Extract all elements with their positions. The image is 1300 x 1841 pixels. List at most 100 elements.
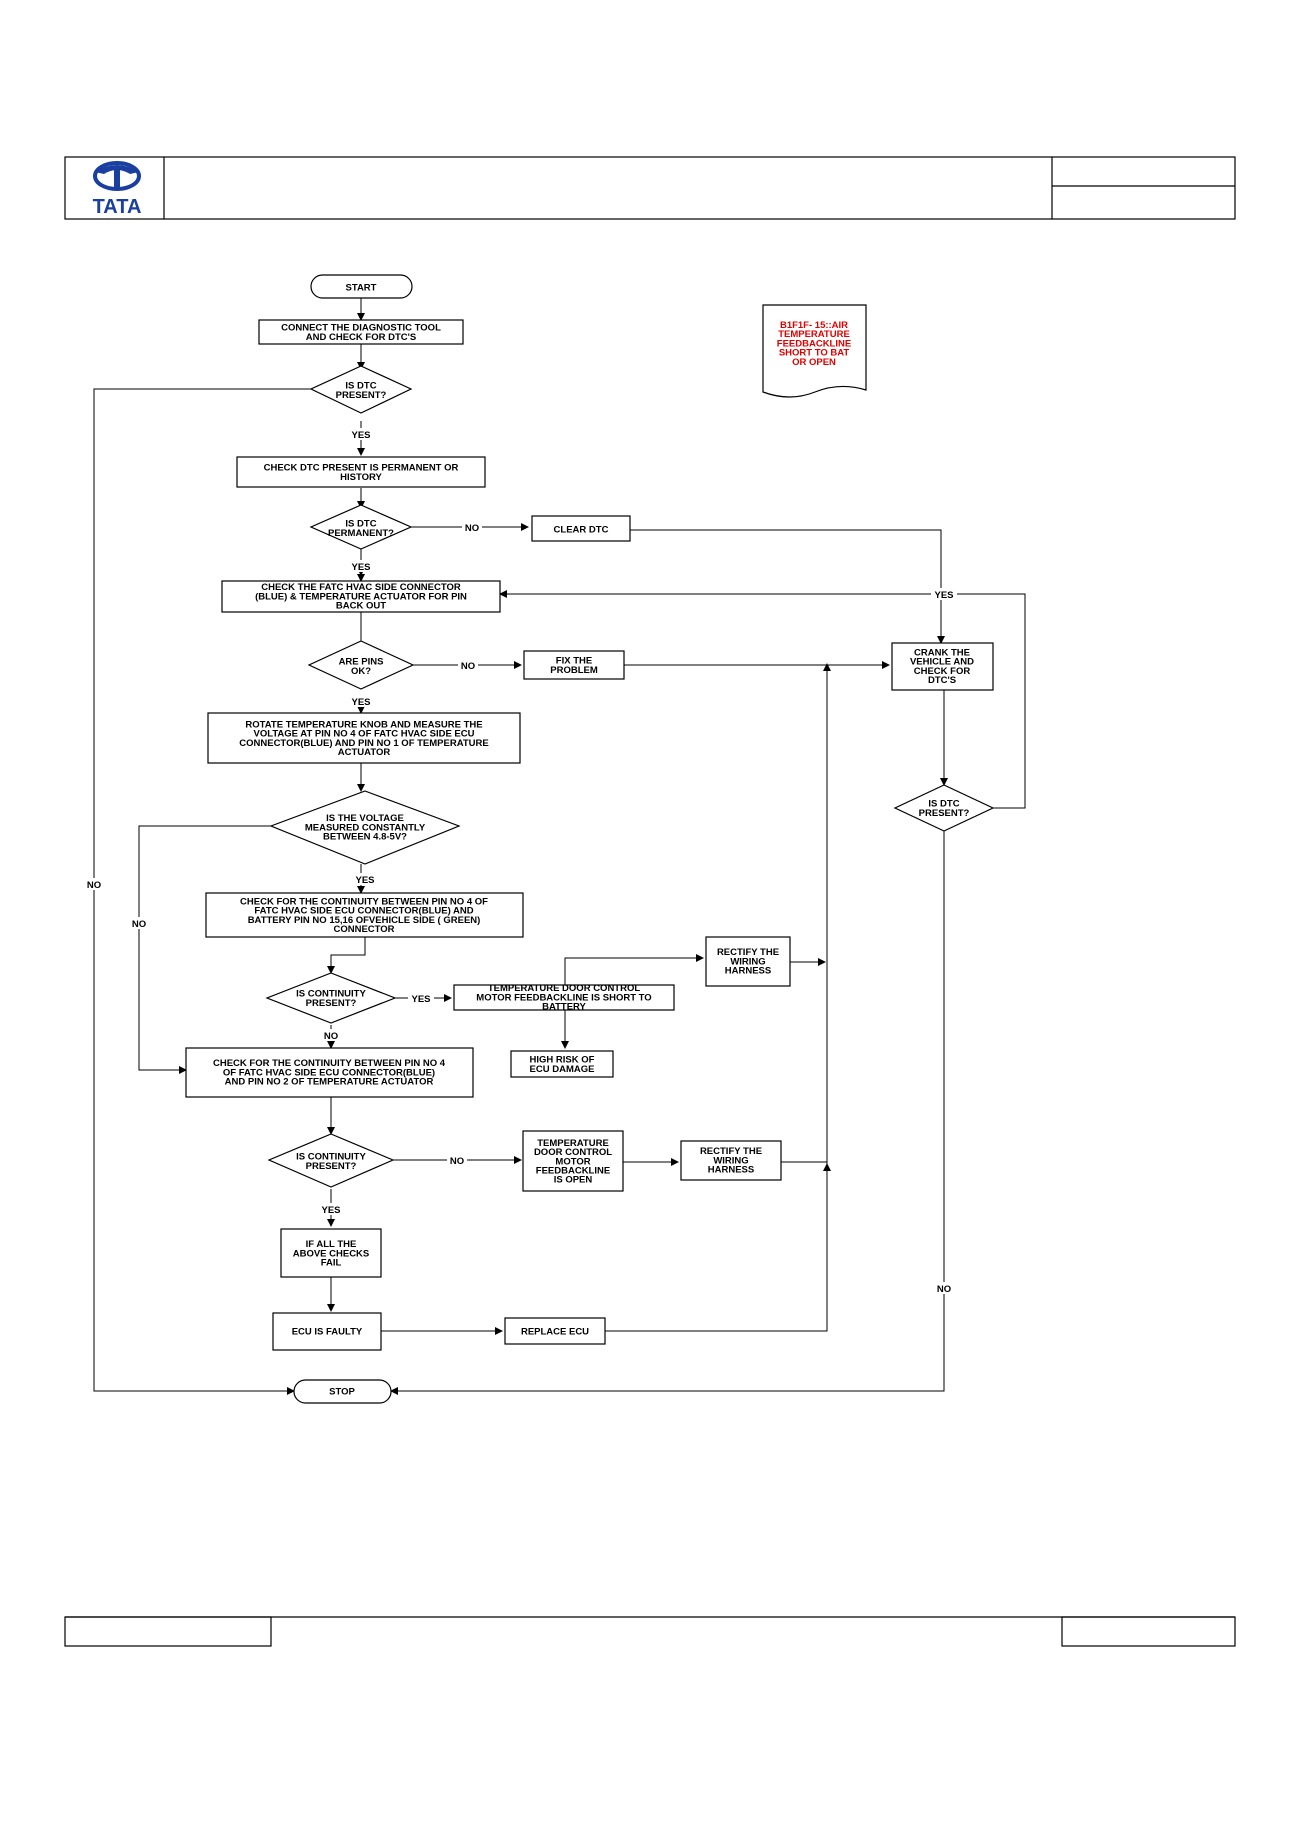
node-label-line: FAIL: [321, 1258, 342, 1269]
node-label-line: CONNECT THE DIAGNOSTIC TOOL: [281, 323, 441, 334]
node-label-ecu-faulty: ECU IS FAULTY: [292, 1326, 363, 1337]
edge-label-no: NO: [87, 880, 101, 891]
node-label-line: HIGH RISK OF: [530, 1055, 595, 1066]
node-label-line: STOP: [329, 1386, 355, 1397]
start-terminator: [310, 274, 413, 299]
node-label-line: OK?: [351, 666, 371, 677]
page-footer: [64, 1616, 1236, 1647]
edge-label-no: NO: [132, 919, 146, 930]
node-label-line: VOLTAGE AT PIN NO 4 OF FATC HVAC SIDE EC…: [254, 729, 475, 740]
node-label-line: PRESENT?: [919, 808, 970, 819]
flow-connectors: [93, 298, 1026, 1395]
node-label-line: DOOR CONTROL: [534, 1147, 612, 1158]
node-label-line: AND PIN NO 2 OF TEMPERATURE ACTUATOR: [225, 1077, 434, 1088]
edge-label-no: NO: [324, 1031, 338, 1042]
edge-label-no: NO: [465, 523, 479, 534]
replace-ecu-box: [504, 1317, 606, 1345]
pins-ok-decision: [307, 640, 415, 690]
node-label-line: BACK OUT: [336, 601, 386, 612]
crank-vehicle-box: [891, 642, 994, 691]
dtc-note-line: FEEDBACKLINE: [777, 338, 851, 349]
node-label-start: START: [346, 282, 377, 293]
edge-label-yes: YES: [934, 590, 953, 601]
node-label-line: CLEAR DTC: [554, 524, 609, 535]
check-connector-box: [221, 580, 501, 613]
node-label-continuity-actuator: CHECK FOR THE CONTINUITY BETWEEN PIN NO …: [213, 1058, 446, 1087]
node-label-line: ROTATE TEMPERATURE KNOB AND MEASURE THE: [245, 720, 482, 731]
node-label-continuity-battery: CHECK FOR THE CONTINUITY BETWEEN PIN NO …: [240, 897, 488, 936]
node-label-line: CONNECTOR(BLUE) AND PIN NO 1 OF TEMPERAT…: [239, 738, 488, 749]
stop-terminator: [293, 1379, 392, 1404]
edge-label-no: NO: [461, 661, 475, 672]
dtc-note-line: TEMPERATURE: [778, 329, 850, 340]
node-label-line: IS DTC: [928, 799, 959, 810]
node-label-line: HARNESS: [725, 966, 771, 977]
node-label-line: (BLUE) & TEMPERATURE ACTUATOR FOR PIN: [255, 591, 467, 602]
flow-nodes: [185, 274, 995, 1404]
dtc-present-decision-1: [309, 365, 413, 414]
node-label-line: PROBLEM: [550, 665, 598, 676]
node-label-line: TEMPERATURE: [537, 1138, 609, 1149]
node-label-line: IS OPEN: [554, 1175, 593, 1186]
node-label-line: FATC HVAC SIDE ECU CONNECTOR(BLUE) AND: [254, 906, 473, 917]
node-label-line: RECTIFY THE: [717, 947, 779, 958]
dtc-note-line: B1F1F- 15::AIR: [780, 320, 848, 331]
voltage-decision: [269, 790, 461, 865]
node-label-line: AND CHECK FOR DTC'S: [306, 332, 416, 343]
node-label-line: IS DTC: [345, 381, 376, 392]
ecu-damage-box: [510, 1050, 614, 1078]
node-label-line: RECTIFY THE: [700, 1146, 762, 1157]
node-label-line: OF FATC HVAC SIDE ECU CONNECTOR(BLUE): [223, 1067, 435, 1078]
node-label-line: ECU DAMAGE: [530, 1064, 595, 1075]
node-label-line: CONNECTOR: [333, 924, 394, 935]
edge-label-yes: YES: [351, 430, 370, 441]
all-checks-fail-box: [280, 1228, 382, 1278]
node-label-line: PERMANENT?: [328, 528, 394, 539]
node-label-line: FIX THE: [556, 656, 592, 667]
ecu-faulty-box: [272, 1312, 382, 1351]
node-label-line: PRESENT?: [336, 390, 387, 401]
node-label-line: FEEDBACKLINE: [536, 1166, 610, 1177]
node-label-line: IS CONTINUITY: [296, 989, 366, 1000]
node-label-line: BATTERY: [542, 1002, 586, 1013]
continuity-decision-1: [265, 972, 397, 1024]
edge-label-yes: YES: [411, 994, 430, 1005]
node-label-line: CRANK THE: [914, 648, 970, 659]
node-label-clear-dtc: CLEAR DTC: [554, 524, 609, 535]
node-label-line: WIRING: [730, 956, 765, 967]
node-label-line: WIRING: [713, 1155, 748, 1166]
rectify-harness-box-2: [680, 1140, 782, 1181]
node-label-line: DTC'S: [928, 675, 956, 686]
node-label-line: IF ALL THE: [306, 1239, 357, 1250]
edge-label-yes: YES: [351, 697, 370, 708]
node-label-line: ECU IS FAULTY: [292, 1326, 363, 1337]
node-label-line: CHECK DTC PRESENT IS PERMANENT OR: [264, 463, 459, 474]
node-label-line: ABOVE CHECKS: [293, 1248, 370, 1259]
node-label-line: ARE PINS: [339, 657, 384, 668]
edge-label-yes: YES: [351, 562, 370, 573]
edge-label-no: NO: [450, 1156, 464, 1167]
node-label-line: ACTUATOR: [338, 747, 391, 758]
node-label-line: CHECK FOR: [914, 666, 971, 677]
node-label-line: IS THE VOLTAGE: [326, 813, 404, 824]
edge-labels: YES YES YES YES YES YES YES NO NO NO NO …: [84, 428, 957, 1295]
node-label-line: REPLACE ECU: [521, 1326, 589, 1337]
short-to-battery-box: [453, 984, 675, 1011]
edge-label-yes: YES: [321, 1205, 340, 1216]
node-label-line: BATTERY PIN NO 15,16 OFVEHICLE SIDE ( GR…: [248, 915, 481, 926]
continuity-battery-box: [205, 892, 524, 938]
node-label-line: HARNESS: [708, 1165, 754, 1176]
